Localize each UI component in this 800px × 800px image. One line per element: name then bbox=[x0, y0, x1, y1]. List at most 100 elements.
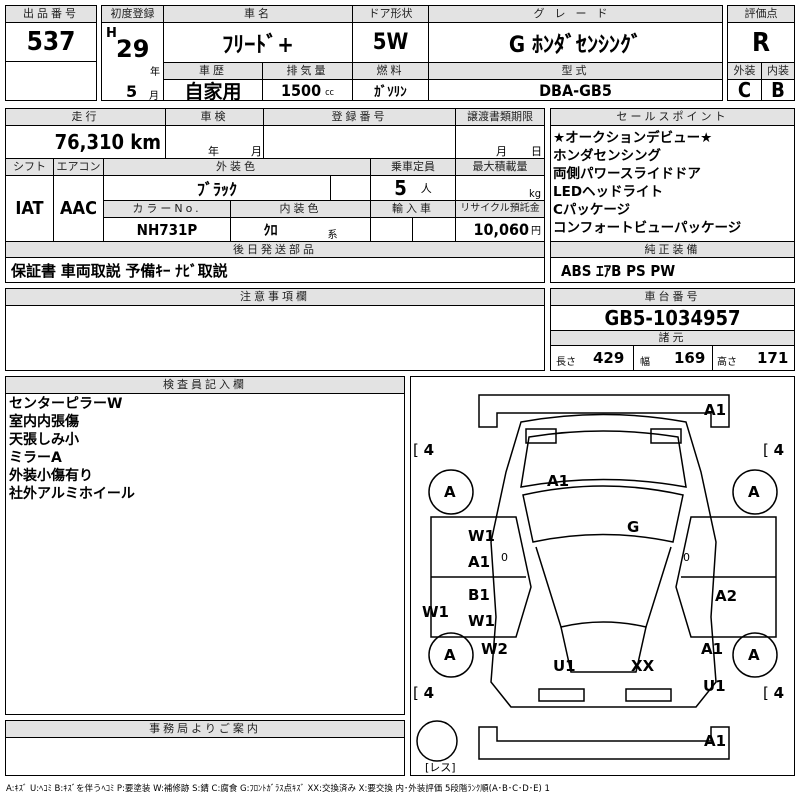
spare-value: レス bbox=[429, 761, 452, 774]
tread-depth: 4 bbox=[773, 441, 785, 459]
shift: IAT bbox=[5, 175, 54, 242]
transfer-box: 月日 bbox=[455, 125, 545, 159]
height-label: 高さ bbox=[717, 357, 737, 368]
listing-label: 出品番号 bbox=[5, 5, 97, 23]
door-label: ドア形状 bbox=[352, 5, 429, 23]
damage-mark: A2 bbox=[715, 587, 738, 605]
shift-label: シフト bbox=[5, 158, 54, 176]
equipment-label: 純正装備 bbox=[550, 241, 795, 258]
tread-depth: 4 bbox=[423, 684, 435, 702]
car-outline-icon bbox=[416, 394, 778, 762]
mileage-label: 走行 bbox=[5, 108, 166, 126]
tread-depth: 4 bbox=[773, 684, 785, 702]
damage-mark: A1 bbox=[701, 640, 724, 658]
grade: G ﾎﾝﾀﾞｾﾝｼﾝｸﾞ bbox=[428, 22, 723, 63]
capacity-value: 5 bbox=[394, 176, 407, 200]
transfer-label: 譲渡書類期限 bbox=[455, 108, 545, 126]
zero-mark: 0 bbox=[683, 551, 690, 564]
damage-mark: A1 bbox=[704, 401, 727, 419]
damage-mark: A1 bbox=[704, 732, 727, 750]
sales-point: ホンダセンシング bbox=[553, 148, 661, 164]
capacity-unit: 人 bbox=[420, 182, 432, 195]
max-load-unit: kg bbox=[455, 175, 545, 201]
reg-month: 5 bbox=[126, 82, 138, 101]
height-box: 高さ 171 bbox=[712, 345, 795, 371]
int-color-label: 内装色 bbox=[230, 200, 371, 218]
damage-mark: W1 bbox=[468, 527, 495, 545]
specs-label: 諸元 bbox=[550, 330, 795, 346]
history: 自家用 bbox=[163, 79, 263, 103]
tire-mark: A bbox=[748, 646, 760, 664]
aircon-label: エアコン bbox=[53, 158, 104, 176]
spare-tire-label: [レス] bbox=[425, 761, 456, 774]
inspector-line: 社外アルミホイール bbox=[9, 486, 135, 502]
chassis-label: 車台番号 bbox=[550, 288, 795, 306]
ext-color-label: 外装色 bbox=[103, 158, 371, 176]
car-name-label: 車名 bbox=[163, 5, 353, 23]
damage-mark: B1 bbox=[468, 586, 490, 604]
damage-mark: W2 bbox=[481, 640, 508, 658]
inspector-notes: センターピラーW 室内内張傷 天張しみ小 ミラーA 外装小傷有り 社外アルミホイ… bbox=[5, 393, 405, 715]
tire-mark: A bbox=[444, 646, 456, 664]
sales-point: 両側パワースライドドア bbox=[553, 166, 701, 182]
tire-mark: A bbox=[444, 483, 456, 501]
recycle-unit: 円 bbox=[531, 226, 541, 237]
sales-points-list: ★オークションデビュー★ ホンダセンシング 両側パワースライドドア LEDヘッド… bbox=[550, 125, 795, 242]
era: H bbox=[106, 26, 117, 41]
int-color-unit: 系 bbox=[327, 230, 338, 241]
aircon: AAC bbox=[53, 175, 104, 242]
displacement-label: 排気量 bbox=[262, 62, 353, 80]
notes-box bbox=[5, 305, 545, 371]
first-reg-box: H 29 年 5 月 bbox=[101, 22, 164, 102]
car-name: ﾌﾘｰﾄﾞ+ bbox=[163, 22, 353, 63]
transfer-day-unit: 日 bbox=[531, 145, 542, 158]
tread-depth: 4 bbox=[423, 441, 435, 459]
month-unit: 月 bbox=[149, 91, 159, 102]
int-color: ｸﾛ系 bbox=[230, 217, 371, 242]
sales-point: ★オークションデビュー★ bbox=[553, 130, 713, 146]
max-load-label: 最大積載量 bbox=[455, 158, 545, 176]
import-box-2 bbox=[412, 217, 456, 242]
color-no-label: カラーNo. bbox=[103, 200, 231, 218]
damage-mark: W1 bbox=[422, 603, 449, 621]
inspection-month-unit: 月 bbox=[251, 145, 262, 158]
score-label: 評価点 bbox=[727, 5, 795, 23]
tire-mark: A bbox=[748, 483, 760, 501]
office-box bbox=[5, 737, 405, 776]
inspector-line: 室内内張傷 bbox=[9, 414, 79, 430]
sales-point: コンフォートビューパッケージ bbox=[553, 220, 742, 236]
import-box-1 bbox=[370, 217, 413, 242]
damage-mark: A1 bbox=[468, 553, 491, 571]
length-label: 長さ bbox=[556, 357, 576, 368]
zero-mark: 0 bbox=[501, 551, 508, 564]
damage-mark: G bbox=[627, 518, 640, 536]
damage-mark: U1 bbox=[553, 657, 576, 675]
ext-score: C bbox=[727, 78, 762, 102]
height: 171 bbox=[757, 349, 789, 367]
ext-color-extra bbox=[330, 175, 371, 201]
mileage: 76,310 km bbox=[5, 125, 166, 159]
recycle-value: 10,060 bbox=[473, 220, 529, 239]
recycle-label: リサイクル預託金 bbox=[455, 200, 545, 218]
reg-no-label: 登録番号 bbox=[263, 108, 456, 126]
model-label: 型式 bbox=[428, 62, 723, 80]
inspector-line: 天張しみ小 bbox=[9, 432, 79, 448]
office-label: 事務局よりご案内 bbox=[5, 720, 405, 738]
damage-mark: A1 bbox=[547, 472, 570, 490]
sales-points-label: セールスポイント bbox=[550, 108, 795, 126]
model-code: DBA-GB5 bbox=[428, 79, 723, 101]
inspector-line: ミラーA bbox=[9, 450, 62, 466]
reg-no-box bbox=[263, 125, 456, 159]
chassis-number: GB5-1034957 bbox=[550, 305, 795, 331]
equipment: ABS ｴｱB PS PW bbox=[550, 257, 795, 283]
inspection-box: 年月 bbox=[165, 125, 264, 159]
first-reg-label: 初度登録 bbox=[101, 5, 164, 23]
inspector-label: 検査員記入欄 bbox=[5, 376, 405, 394]
condition-diagram: A1 A1 G W1 A1 B1 W1 W1 A2 W2 A1 U1 XX U1… bbox=[410, 376, 795, 776]
import-label: 輸入車 bbox=[370, 200, 456, 218]
displacement-value: 1500 bbox=[281, 80, 322, 100]
grade-label: グレード bbox=[428, 5, 723, 23]
